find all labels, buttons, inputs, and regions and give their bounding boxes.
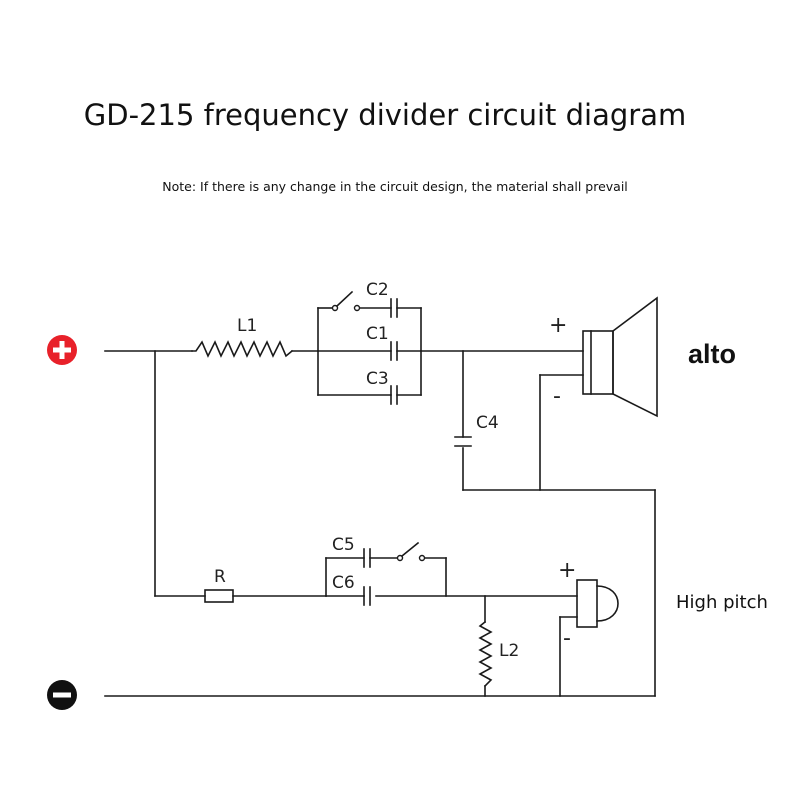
alto-label: alto	[688, 339, 736, 369]
capacitor-c2-with-switch	[317, 290, 422, 318]
capacitor-c6	[325, 586, 371, 606]
tweeter-plus-sign: +	[558, 558, 576, 583]
positive-terminal-icon	[47, 335, 77, 365]
diagram-title: GD-215 frequency divider circuit diagram	[83, 98, 687, 132]
c5-label: C5	[332, 535, 355, 555]
capacitor-c4	[454, 436, 472, 447]
tweeter-icon	[576, 579, 619, 628]
capacitor-c1	[317, 341, 422, 361]
diagram-note: Note: If there is any change in the circ…	[162, 179, 628, 194]
l2-label: L2	[499, 641, 519, 661]
c2-label: C2	[366, 280, 389, 300]
alto-minus-sign: -	[553, 384, 561, 409]
c4-label: C4	[476, 413, 499, 433]
c1-label: C1	[366, 324, 389, 344]
high-pitch-label: High pitch	[676, 592, 768, 613]
r-label: R	[214, 567, 226, 587]
l1-label: L1	[237, 316, 257, 336]
c6-label: C6	[332, 573, 355, 593]
alto-plus-sign: +	[549, 313, 567, 338]
capacitor-c3	[317, 385, 422, 405]
tweeter-minus-sign: -	[563, 626, 571, 651]
alto-speaker-icon	[582, 296, 658, 418]
inductor-l1	[191, 340, 294, 358]
resistor-r	[204, 589, 234, 603]
capacitor-c5-with-switch	[325, 541, 447, 568]
c3-label: C3	[366, 369, 389, 389]
wiring	[104, 307, 656, 697]
inductor-l2	[478, 620, 493, 688]
negative-terminal-icon	[47, 680, 77, 710]
